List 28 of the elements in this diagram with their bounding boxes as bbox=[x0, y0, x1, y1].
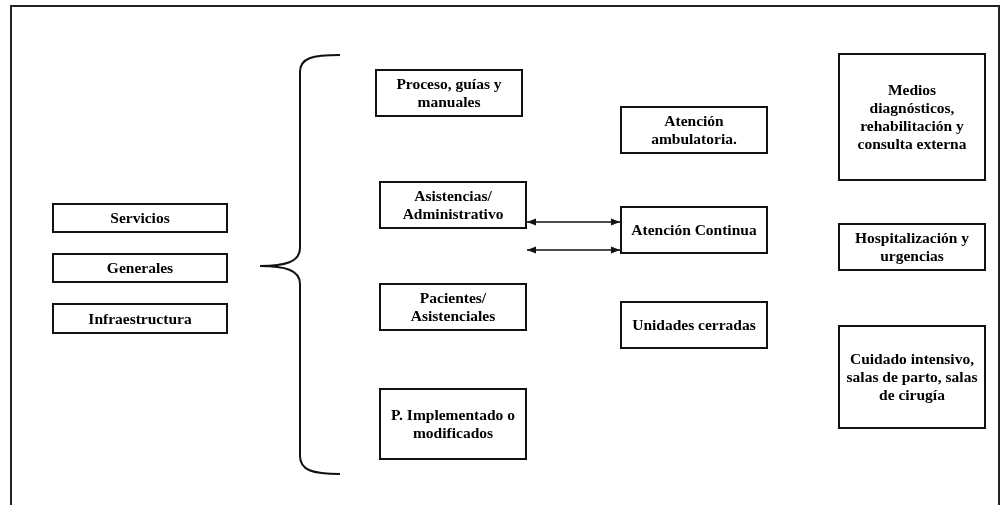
box-label: Unidades cerradas bbox=[632, 316, 756, 334]
box-label: Cuidado intensivo, salas de parto, salas de cirugía bbox=[845, 350, 979, 404]
process-box bbox=[375, 69, 523, 117]
process-box bbox=[620, 106, 768, 154]
process-box bbox=[838, 223, 986, 271]
process-box bbox=[620, 301, 768, 349]
double-arrow bbox=[526, 218, 621, 226]
process-box bbox=[52, 203, 228, 233]
process-box bbox=[620, 206, 768, 254]
process-box bbox=[379, 181, 527, 229]
process-box bbox=[52, 303, 228, 334]
box-label: Infraestructura bbox=[88, 309, 192, 328]
process-box bbox=[379, 283, 527, 331]
box-label: P. Implementado o modificados bbox=[390, 406, 516, 442]
box-label: Proceso, guías y manuales bbox=[395, 75, 503, 111]
process-box bbox=[838, 53, 986, 181]
box-label: Atención Continua bbox=[631, 221, 757, 239]
process-box bbox=[379, 388, 527, 460]
box-label: Pacientes/ Asistenciales bbox=[409, 289, 497, 325]
box-label: Hospitalización y urgencias bbox=[853, 229, 971, 265]
box-label: Asistencias/ Administrativo bbox=[401, 187, 505, 223]
process-box bbox=[838, 325, 986, 429]
box-label: Servicios bbox=[110, 209, 170, 227]
double-arrow bbox=[526, 246, 621, 254]
box-label: Atención ambulatoria. bbox=[650, 112, 738, 148]
box-label: Medios diagnósticos, rehabilitación y consulta externa bbox=[856, 81, 968, 153]
box-label: Generales bbox=[106, 259, 174, 277]
process-box bbox=[52, 253, 228, 283]
